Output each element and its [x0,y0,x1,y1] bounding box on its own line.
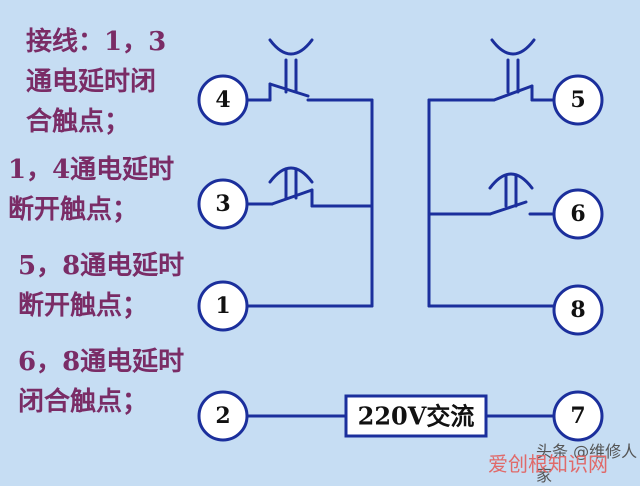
note-1-4-line1: 1，4通电延时 [8,155,175,185]
terminal-4: 4 [197,74,249,126]
ac-source-label: 220V交流 [358,402,475,431]
contact-6-8-delayed-close [427,172,556,216]
ac-source-box [344,394,488,438]
contact-3-1-delayed-open [244,166,374,208]
note-1-3: 接线：1，3 通电延时闭 合触点； [26,22,166,142]
terminal-4-label: 4 [215,87,230,113]
terminal-7: 7 [552,390,604,442]
terminal-6-label: 6 [570,201,585,227]
terminal-1: 1 [197,280,249,332]
note-5-8-line2: 断开触点； [18,291,149,321]
note-6-8-line1: 6，8通电延时 [18,347,185,377]
note-1-3-line3: 合触点； [26,107,131,137]
terminal-7-label: 7 [570,403,585,429]
terminal-5: 5 [552,74,604,126]
note-1-4: 1，4通电延时 断开触点； [8,150,174,230]
watermark-site: 爱创根知识网 [488,452,608,476]
contact-5-8-delayed-open [427,38,556,102]
terminal-3: 3 [197,178,249,230]
note-6-8: 6，8通电延时 闭合触点； [18,342,184,422]
terminal-8: 8 [552,284,604,336]
terminal-6: 6 [552,188,604,240]
note-1-3-line1: 接线：1，3 [26,27,167,57]
terminal-1-label: 1 [215,293,230,319]
contact-4-1-delayed-close [244,38,374,102]
terminal-5-label: 5 [570,87,585,113]
note-5-8: 5，8通电延时 断开触点； [18,246,184,326]
terminal-3-label: 3 [215,191,230,217]
note-1-4-line2: 断开触点； [8,195,139,225]
note-5-8-line1: 5，8通电延时 [18,251,185,281]
note-6-8-line2: 闭合触点； [18,387,149,417]
terminal-2: 2 [197,390,249,442]
terminal-2-label: 2 [215,403,230,429]
note-1-3-line2: 通电延时闭 [26,67,157,97]
terminal-8-label: 8 [570,297,585,323]
